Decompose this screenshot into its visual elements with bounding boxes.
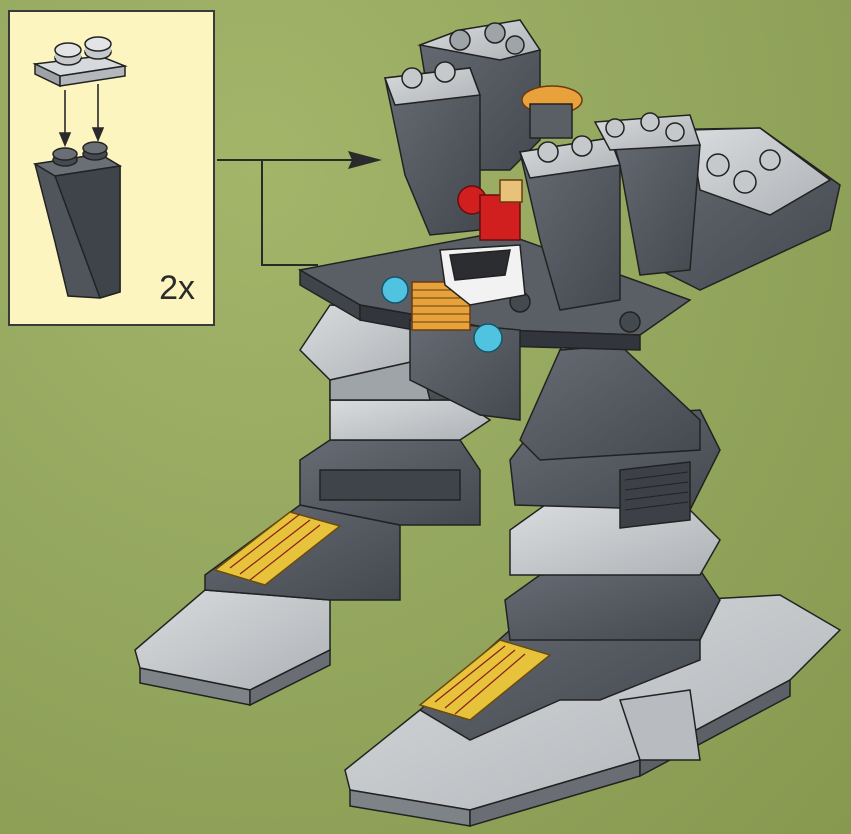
plate-1x2-light-gray [32, 36, 128, 88]
right-foot [344, 594, 842, 828]
sub-assembly-callout: 2x [8, 10, 215, 326]
right-leg [504, 329, 721, 641]
left-foot [134, 504, 401, 707]
arrow-icon [217, 151, 382, 266]
sub-assembly-illustration [32, 36, 128, 299]
quantity-label: 2x [159, 269, 195, 307]
upper-body [383, 19, 841, 311]
arrow-icon [58, 84, 105, 148]
slope-brick-dark-gray [32, 141, 123, 299]
